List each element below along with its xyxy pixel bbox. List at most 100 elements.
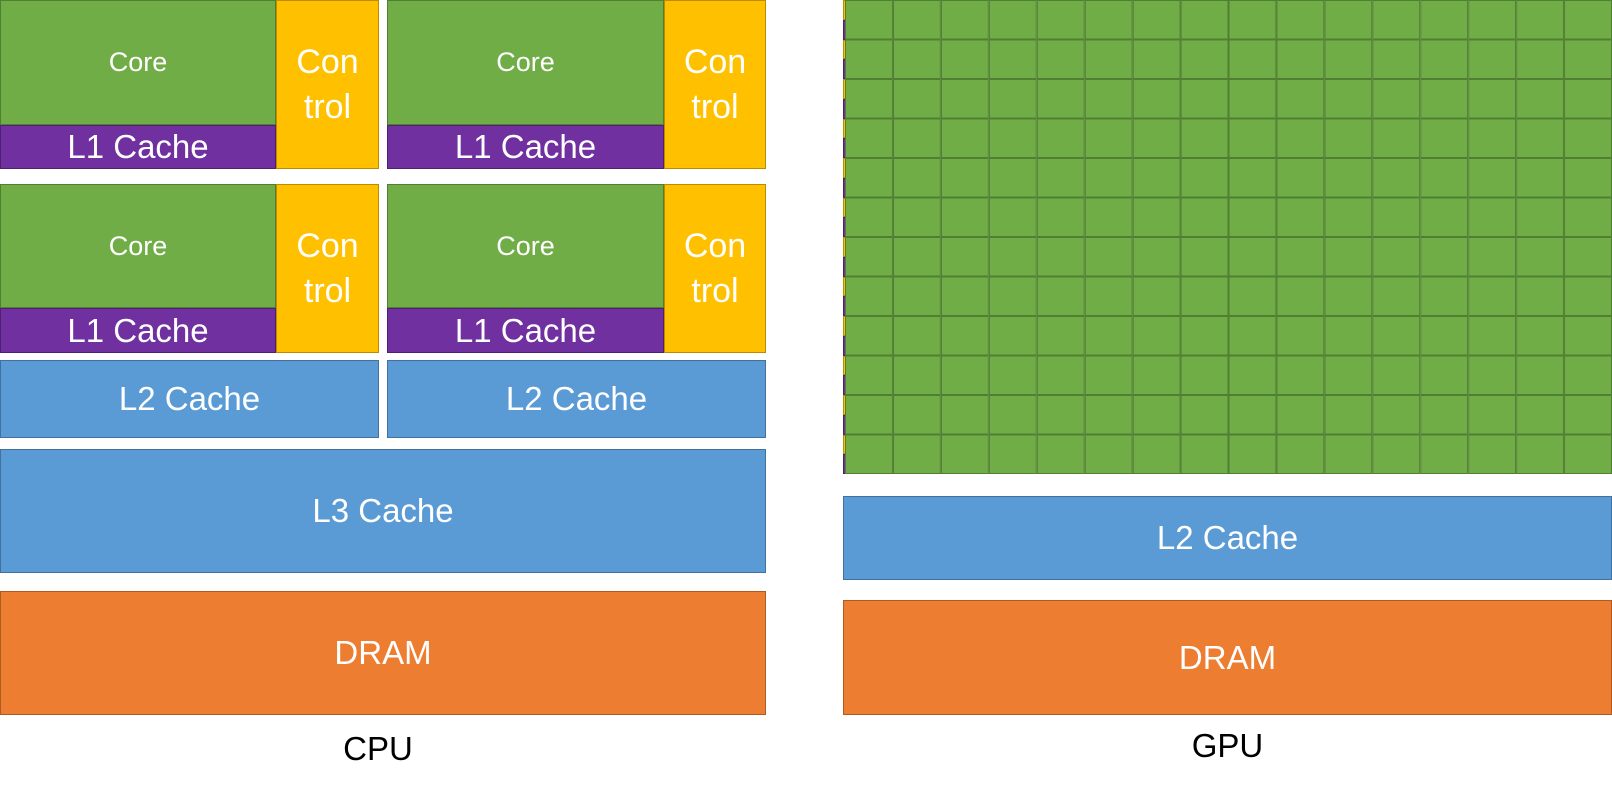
gpu-core-cell bbox=[892, 434, 941, 474]
gpu-core-cell bbox=[1516, 276, 1565, 316]
gpu-core-cell bbox=[1132, 197, 1181, 237]
cpu-core-1: Core bbox=[0, 0, 276, 125]
gpu-core-cell bbox=[1516, 158, 1565, 198]
gpu-core-cell bbox=[1036, 0, 1085, 40]
gpu-core-cell bbox=[1084, 237, 1133, 277]
gpu-core-cell bbox=[1516, 434, 1565, 474]
cpu-core-2-label: Core bbox=[496, 47, 555, 77]
gpu-core-cell bbox=[940, 79, 989, 119]
gpu-core-cell bbox=[892, 395, 941, 435]
gpu-core-cell bbox=[1468, 237, 1517, 277]
gpu-core-cell bbox=[1276, 395, 1325, 435]
gpu-label: GPU bbox=[1191, 727, 1264, 764]
gpu-core-cell bbox=[1036, 237, 1085, 277]
gpu-core-cell bbox=[1276, 158, 1325, 198]
gpu-core-cell bbox=[988, 355, 1037, 395]
gpu-core-cell bbox=[1468, 0, 1517, 40]
gpu-core-cell bbox=[988, 39, 1037, 79]
gpu-core-cell bbox=[892, 355, 941, 395]
gpu-core-cell bbox=[1324, 316, 1373, 356]
gpu-core-cell bbox=[1420, 237, 1469, 277]
cpu-dram: DRAM bbox=[0, 591, 766, 715]
gpu-core-cell bbox=[1420, 355, 1469, 395]
gpu-core-cell bbox=[1228, 118, 1277, 158]
gpu-core-cell bbox=[1180, 158, 1229, 198]
gpu-core-cell bbox=[1420, 118, 1469, 158]
gpu-core-cell bbox=[988, 118, 1037, 158]
gpu-core-cell bbox=[1180, 197, 1229, 237]
gpu-core-cell bbox=[1468, 355, 1517, 395]
gpu-core-cell bbox=[1276, 237, 1325, 277]
cpu-l1-cache-1: L1 Cache bbox=[0, 125, 276, 169]
gpu-core-cell bbox=[1564, 395, 1612, 435]
gpu-core-cell bbox=[1276, 355, 1325, 395]
cpu-core-4-label: Core bbox=[496, 230, 555, 261]
gpu-core-cell bbox=[1564, 39, 1612, 79]
gpu-core-cell bbox=[1180, 395, 1229, 435]
gpu-core-cell bbox=[1084, 434, 1133, 474]
gpu-core-cell bbox=[1084, 118, 1133, 158]
gpu-core-cell bbox=[845, 355, 893, 395]
gpu-core-cell bbox=[1132, 0, 1181, 40]
cpu-l1-cache-1-label: L1 Cache bbox=[67, 128, 209, 165]
gpu-core-cell bbox=[1564, 118, 1612, 158]
gpu-core-cell bbox=[1276, 197, 1325, 237]
gpu-core-cell bbox=[1324, 158, 1373, 198]
gpu-core-cell bbox=[1468, 197, 1517, 237]
gpu-core-cell bbox=[1564, 316, 1612, 356]
gpu-core-cell bbox=[845, 316, 893, 356]
gpu-core-cell bbox=[1084, 197, 1133, 237]
gpu-core-cell bbox=[892, 39, 941, 79]
gpu-core-cell bbox=[1372, 0, 1421, 40]
gpu-core-cell bbox=[1468, 276, 1517, 316]
gpu-core-cell bbox=[1132, 158, 1181, 198]
cpu-l1-cache-4: L1 Cache bbox=[387, 308, 664, 353]
cpu-dram-label: DRAM bbox=[334, 634, 432, 671]
gpu-core-cell bbox=[940, 158, 989, 198]
gpu-core-cell bbox=[1372, 118, 1421, 158]
gpu-core-cell bbox=[892, 79, 941, 119]
gpu-core-cell bbox=[988, 276, 1037, 316]
gpu-core-cell bbox=[1228, 434, 1277, 474]
gpu-core-cell bbox=[988, 197, 1037, 237]
gpu-l2-cache: L2 Cache bbox=[843, 496, 1612, 580]
gpu-core-cell bbox=[1276, 39, 1325, 79]
gpu-core-cell bbox=[988, 316, 1037, 356]
gpu-core-cell bbox=[1084, 79, 1133, 119]
gpu-dram: DRAM bbox=[843, 600, 1612, 715]
gpu-core-cell bbox=[1132, 355, 1181, 395]
gpu-core-cell bbox=[1180, 276, 1229, 316]
gpu-core-cell bbox=[1228, 316, 1277, 356]
gpu-core-cell bbox=[1372, 316, 1421, 356]
gpu-core-cell bbox=[1372, 355, 1421, 395]
gpu-core-cell bbox=[988, 434, 1037, 474]
gpu-core-cell bbox=[1180, 316, 1229, 356]
gpu-core-cell bbox=[1564, 79, 1612, 119]
gpu-core-cell bbox=[1468, 79, 1517, 119]
gpu-core-cell bbox=[845, 118, 893, 158]
gpu-core-cell bbox=[1036, 316, 1085, 356]
gpu-core-cell bbox=[1276, 276, 1325, 316]
gpu-core-cell bbox=[1516, 395, 1565, 435]
gpu-core-cell bbox=[845, 276, 893, 316]
gpu-core-cell bbox=[1228, 39, 1277, 79]
gpu-core-cell bbox=[1324, 118, 1373, 158]
gpu-core-cell bbox=[1132, 79, 1181, 119]
gpu-core-cell bbox=[1372, 158, 1421, 198]
gpu-core-cell bbox=[1324, 0, 1373, 40]
gpu-core-cell bbox=[940, 197, 989, 237]
gpu-core-cell bbox=[1036, 158, 1085, 198]
cpu-l1-cache-3-label: L1 Cache bbox=[67, 311, 209, 349]
gpu-core-cell bbox=[1036, 79, 1085, 119]
cpu-l1-cache-2: L1 Cache bbox=[387, 125, 664, 169]
gpu-core-cell bbox=[1420, 79, 1469, 119]
gpu-dram-label: DRAM bbox=[1178, 638, 1277, 676]
cpu-core-4: Core bbox=[387, 184, 664, 308]
gpu-core-cell bbox=[1324, 197, 1373, 237]
gpu-core-cell bbox=[1516, 39, 1565, 79]
gpu-core-cell bbox=[988, 158, 1037, 198]
